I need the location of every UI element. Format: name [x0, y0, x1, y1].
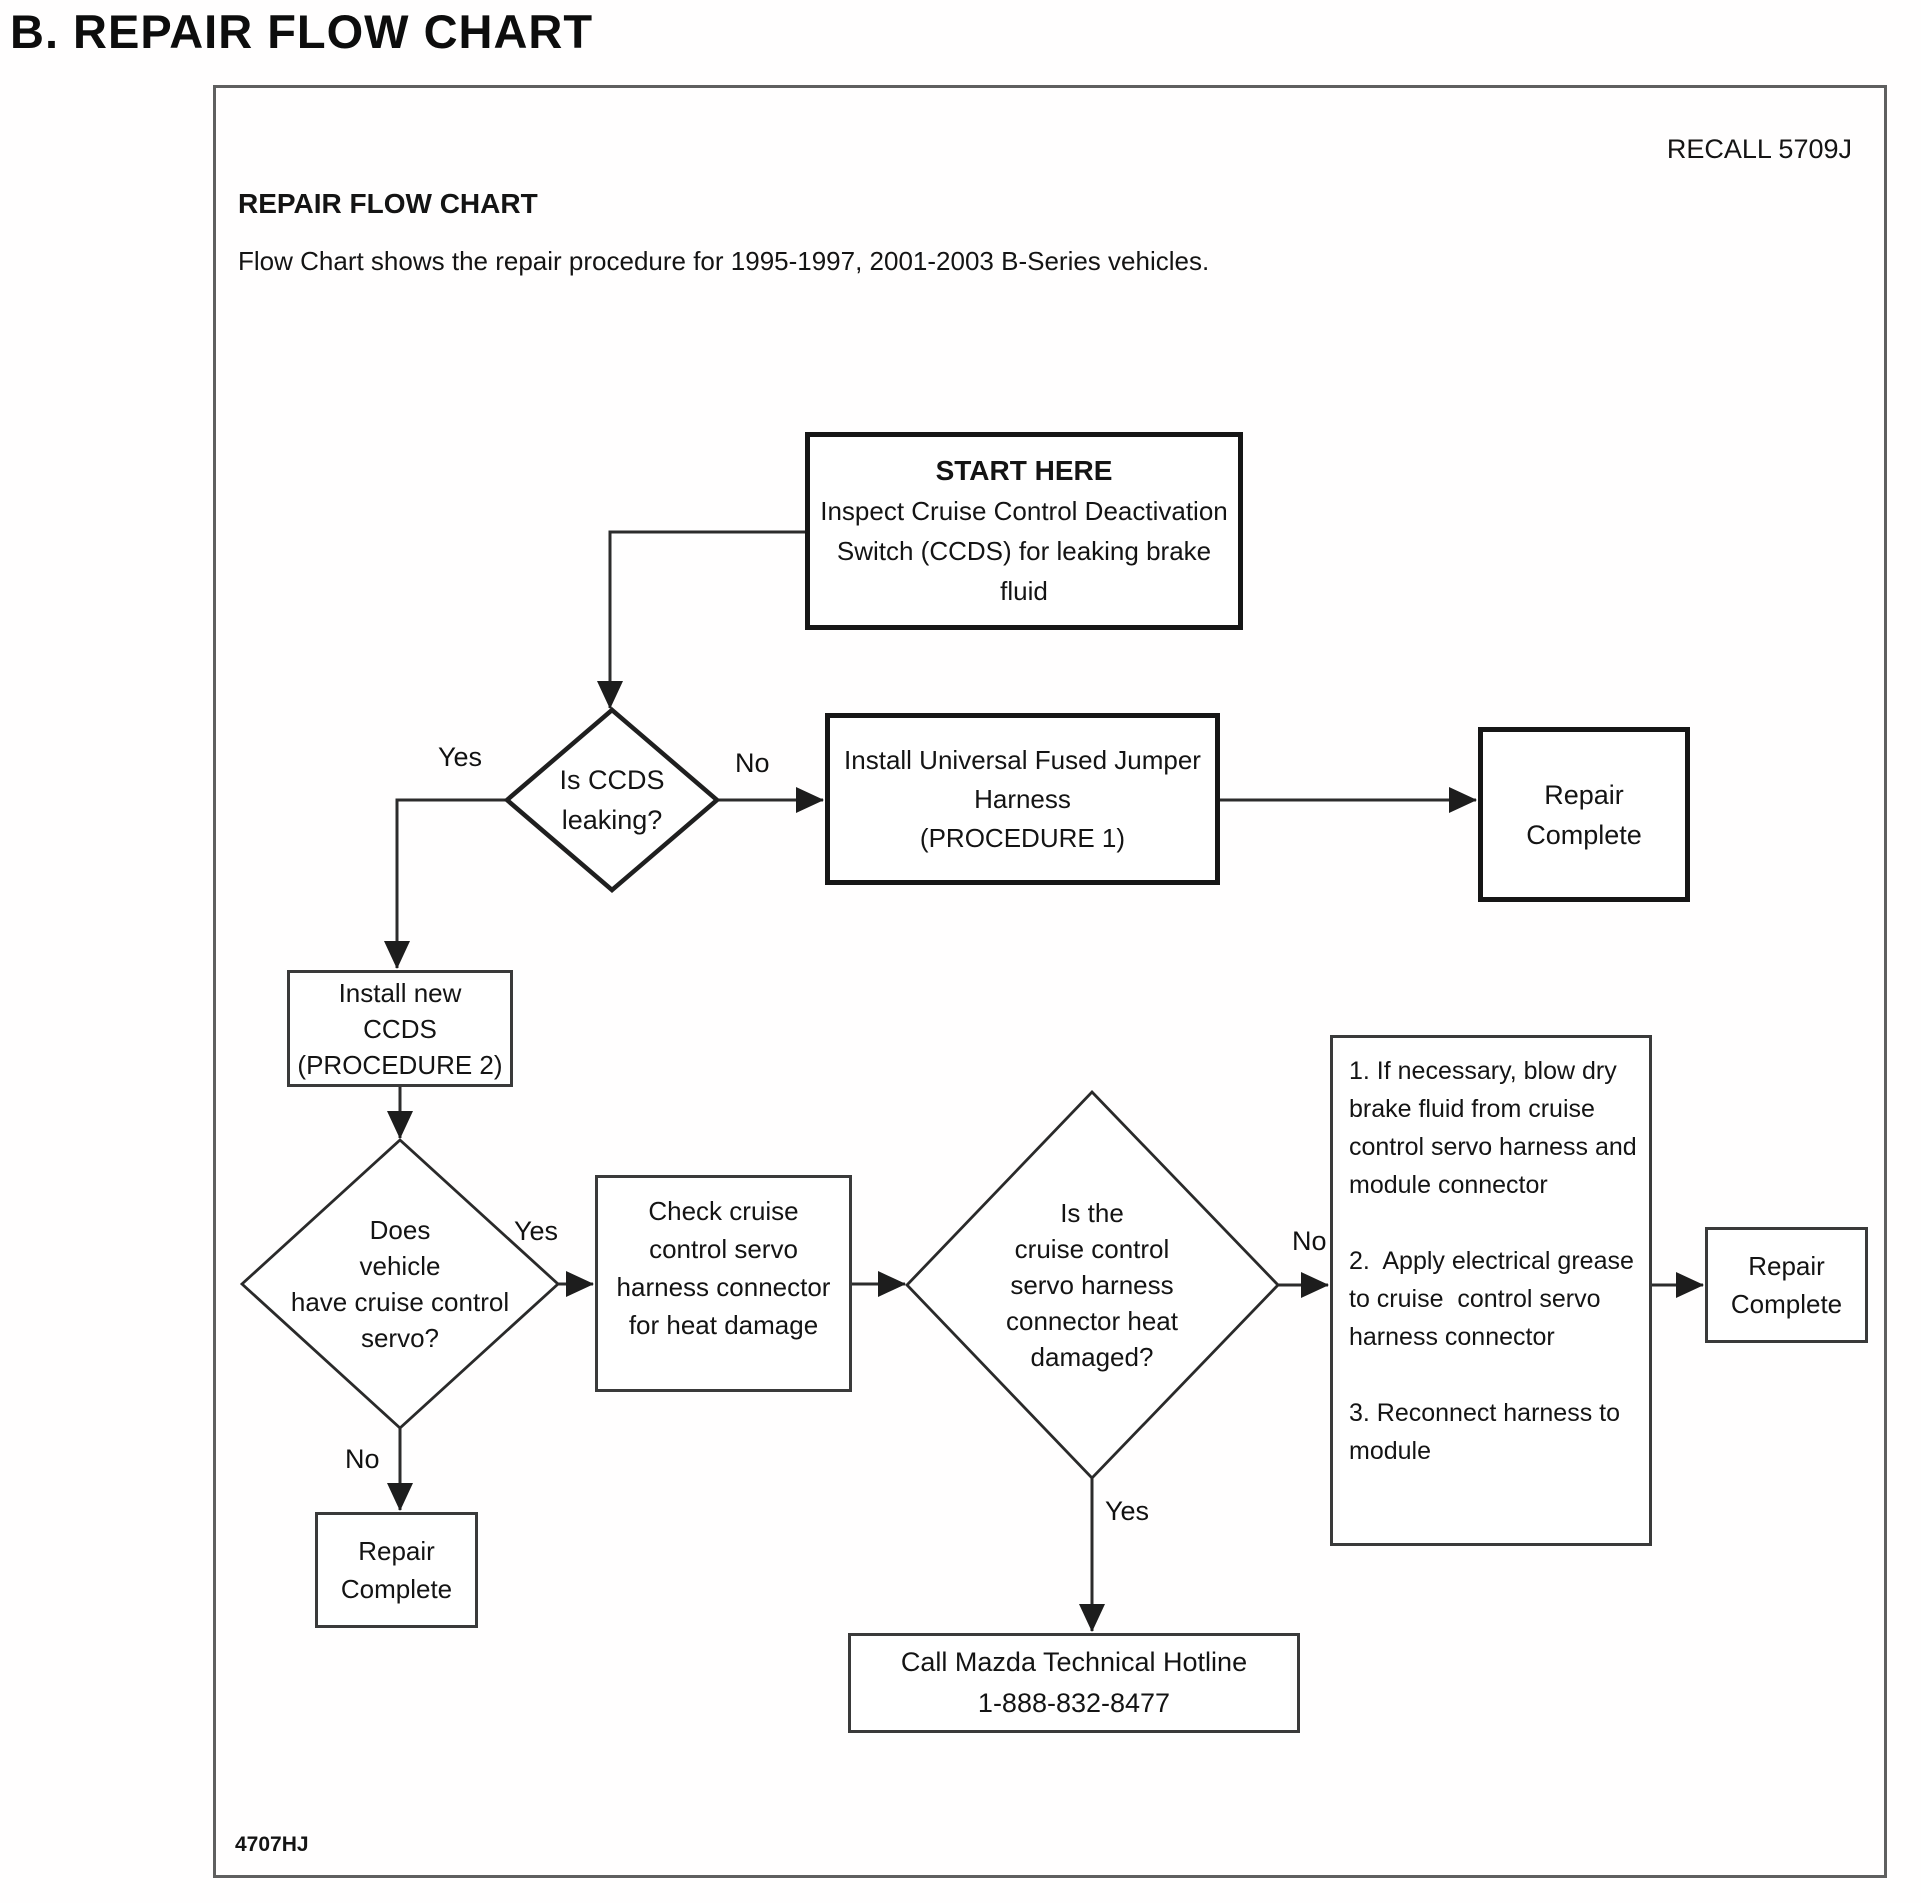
process-dry-grease-reconnect: 1. If necessary, blow dry brake fluid fr…: [1330, 1035, 1652, 1546]
decision-ccds-leaking-label: Is CCDS leaking?: [559, 765, 665, 835]
edge-label-yes-decision3: Yes: [1105, 1496, 1150, 1526]
decision-cruise-servo-diamond: [239, 1138, 561, 1430]
terminal-repair-complete-bottom: Repair Complete: [315, 1512, 478, 1628]
start-node-body: Inspect Cruise Control Deactivation Swit…: [820, 496, 1228, 606]
edge-label-yes-decision2: Yes: [514, 1216, 559, 1246]
decision-cruise-servo-label: Does vehicle have cruise control servo?: [290, 1215, 510, 1353]
edge-label-no-decision2: No: [345, 1444, 380, 1474]
edge-label-no-decision3: No: [1292, 1226, 1327, 1256]
decision-ccds-leaking-diamond: [503, 707, 721, 893]
process-jumper-harness: Install Universal Fused Jumper Harness (…: [825, 713, 1220, 885]
page-title: B. REPAIR FLOW CHART: [10, 5, 594, 58]
recall-number: RECALL 5709J: [1666, 134, 1852, 164]
chart-heading: REPAIR FLOW CHART: [238, 188, 538, 219]
decision-heat-damaged-diamond: [905, 1089, 1280, 1481]
chart-frame: [213, 85, 1887, 1878]
arrow-start-to-decision1: [597, 530, 805, 709]
terminal-repair-complete-top: Repair Complete: [1478, 727, 1690, 902]
doc-code: 4707HJ: [235, 1833, 309, 1856]
edge-label-no-decision1: No: [735, 748, 770, 778]
edge-label-yes-decision1: Yes: [438, 742, 483, 772]
process-new-ccds: Install new CCDS (PROCEDURE 2): [287, 970, 513, 1087]
process-call-hotline: Call Mazda Technical Hotline 1-888-832-8…: [848, 1633, 1300, 1733]
decision-heat-damaged-label: Is the cruise control servo harness conn…: [1005, 1198, 1178, 1372]
arrow-decision1-yes-to-proc2: [384, 798, 507, 969]
start-node-title: START HERE: [935, 455, 1113, 486]
process-check-connector: Check cruise control servo harness conne…: [595, 1175, 852, 1392]
start-node: START HERE Inspect Cruise Control Deacti…: [805, 432, 1243, 630]
terminal-repair-complete-right: Repair Complete: [1705, 1227, 1868, 1343]
chart-subtitle: Flow Chart shows the repair procedure fo…: [238, 246, 1210, 276]
